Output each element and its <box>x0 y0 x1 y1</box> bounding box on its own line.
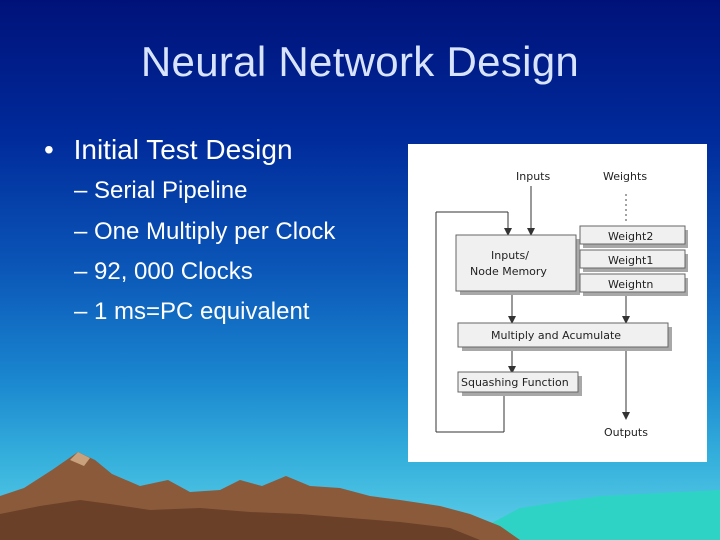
water-shape <box>460 490 720 540</box>
weight-1-label: Weight1 <box>608 254 653 267</box>
mountain-highlight <box>70 452 90 466</box>
mountain-landscape-decoration <box>0 452 720 540</box>
weights-label: Weights <box>603 170 647 183</box>
sub-bullet-item: – 1 ms=PC equivalent <box>74 298 310 325</box>
diagram-svg: Inputs Weights Inputs/ Node Memory Weigh… <box>435 170 688 439</box>
weight-n-box <box>579 273 686 293</box>
squashing-function-label: Squashing Function <box>461 376 569 389</box>
weight-1-box <box>579 249 686 269</box>
sub-bullet-text: 1 ms=PC equivalent <box>94 298 310 325</box>
squashing-function-box <box>457 371 579 393</box>
neural-network-diagram: Inputs Weights Inputs/ Node Memory Weigh… <box>408 144 707 462</box>
weight-n-label: Weightn <box>608 278 653 291</box>
multiply-accumulate-box <box>457 322 669 348</box>
outputs-label: Outputs <box>604 426 648 439</box>
sub-bullet-text: Serial Pipeline <box>94 177 248 204</box>
mountain-foreground <box>0 500 480 540</box>
bullet-item: • Initial Test Design <box>44 134 293 166</box>
slide-title: Neural Network Design <box>140 38 580 85</box>
bullet-text: Initial Test Design <box>73 134 293 165</box>
sub-bullet-item: – One Multiply per Clock <box>74 218 336 245</box>
weight-2-box <box>579 225 686 245</box>
node-memory-label-1: Inputs/ <box>491 249 529 262</box>
node-memory-label-2: Node Memory <box>470 265 547 278</box>
node-memory-box <box>455 234 577 292</box>
inputs-label: Inputs <box>516 170 550 183</box>
sub-bullet-text: One Multiply per Clock <box>94 218 336 245</box>
sub-bullet-item: – Serial Pipeline <box>74 177 248 204</box>
sub-bullet-text: 92, 000 Clocks <box>94 258 253 285</box>
weight-2-label: Weight2 <box>608 230 653 243</box>
multiply-accumulate-label: Multiply and Acumulate <box>491 329 621 342</box>
bullet-dot: • <box>44 134 54 165</box>
sub-bullet-item: – 92, 000 Clocks <box>74 258 253 285</box>
